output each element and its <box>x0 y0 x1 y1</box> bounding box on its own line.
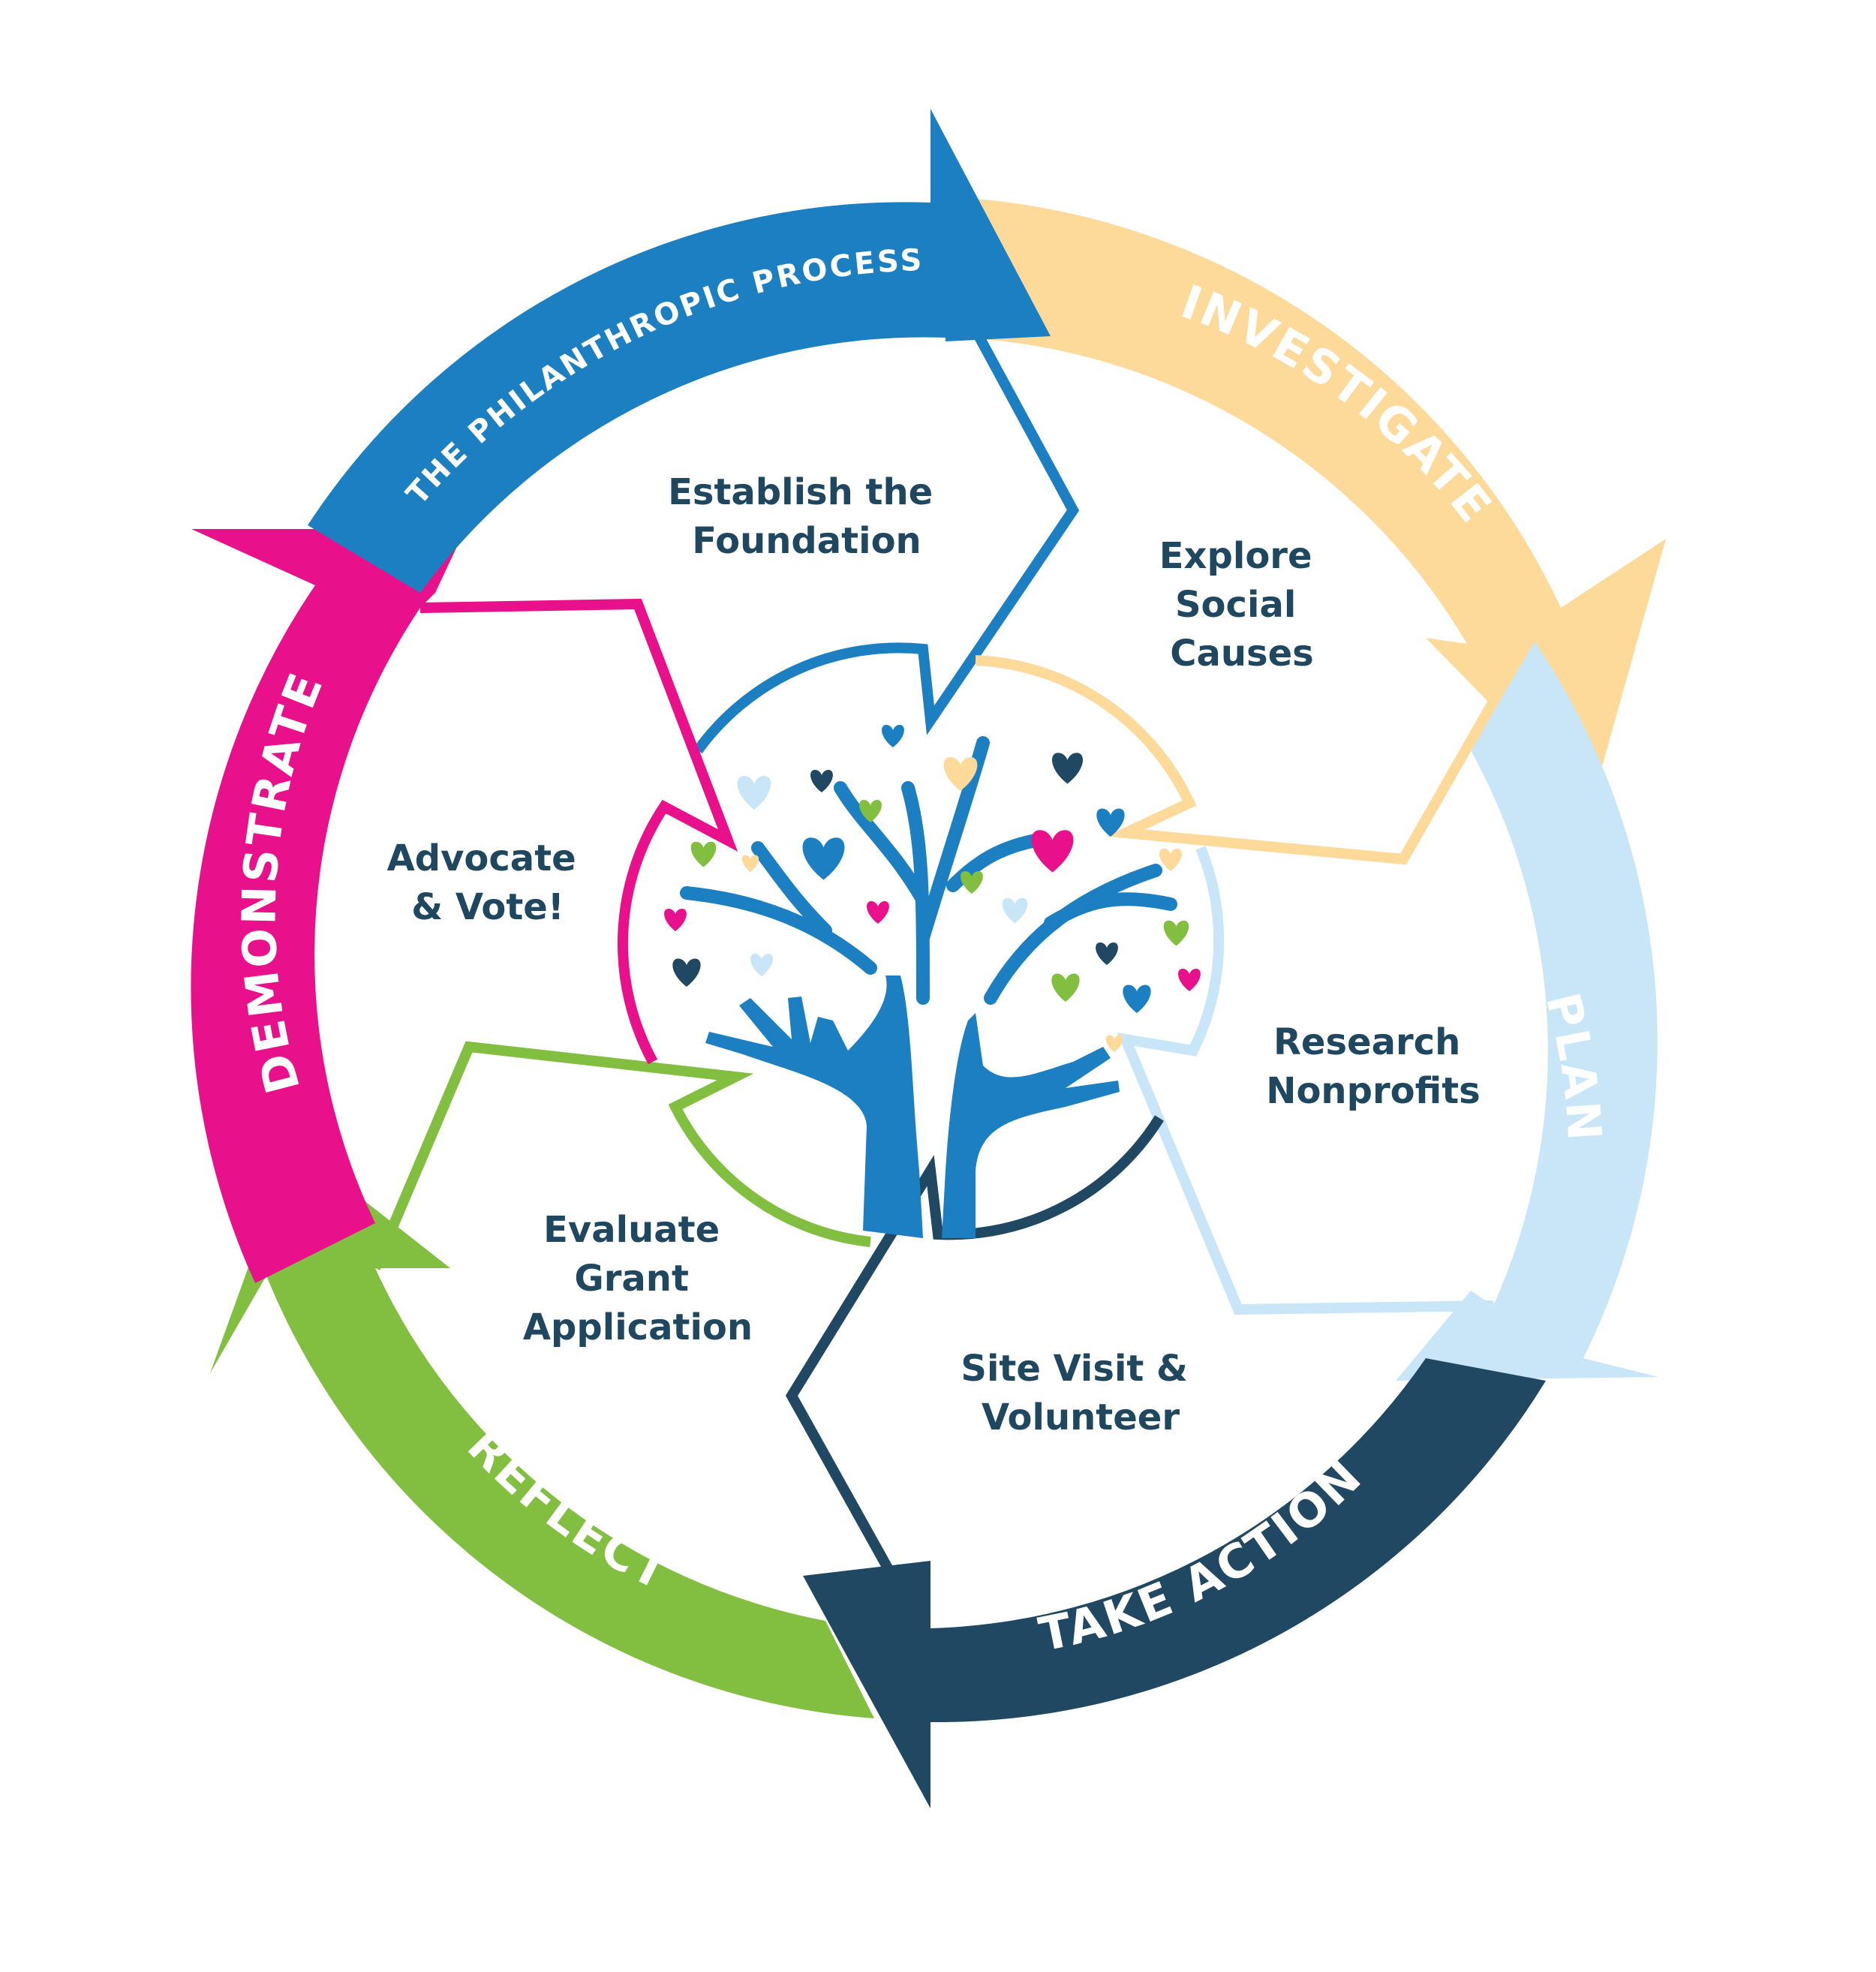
ring-segment-plan <box>1396 642 1658 1381</box>
left-hand <box>705 975 923 1238</box>
step-arrow-research <box>1117 846 1494 1315</box>
step-text-establish: Establish the Foundation <box>668 471 946 562</box>
ring-segment-demonstrate <box>191 529 465 1283</box>
step-text-advocate: Advocate & Vote! <box>387 837 589 928</box>
step-arrow-advocate <box>419 598 738 1065</box>
ring-segment-reflect <box>210 1144 874 1718</box>
step-arrow-establish <box>693 327 1080 754</box>
step-text-evaluate: Evaluate Grant Application <box>523 1209 753 1348</box>
right-hand <box>942 1013 1120 1238</box>
ring-segment-foundation <box>308 109 1051 593</box>
step-text-research: Research Nonprofits <box>1266 1021 1480 1112</box>
step-arrow-explore <box>975 642 1499 865</box>
step-text-site-visit: Site Visit & Volunteer <box>961 1348 1200 1438</box>
tree-hands-hearts-icon <box>664 725 1201 1238</box>
step-arrow-evaluate <box>370 1041 871 1270</box>
step-text-explore: Explore Social Causes <box>1159 535 1324 675</box>
tree-branches <box>680 736 1177 1005</box>
ring-segment-investigate <box>938 197 1666 807</box>
ring-segment-take-action <box>803 1358 1546 1808</box>
